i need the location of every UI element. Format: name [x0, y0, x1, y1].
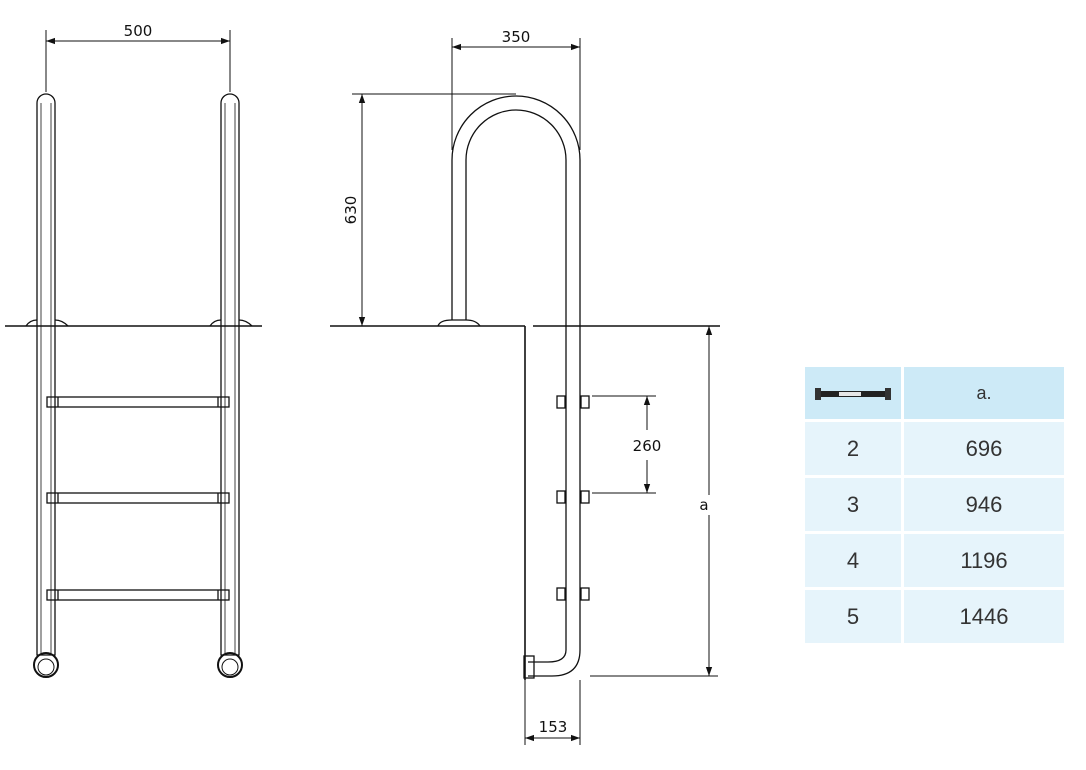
- front-step-1: [46, 396, 230, 408]
- side-anchor-flange: [437, 319, 481, 327]
- table-header-row: a.: [805, 367, 1064, 419]
- side-foot: [523, 655, 535, 679]
- a-value-cell: 946: [904, 478, 1064, 531]
- front-step-3: [46, 589, 230, 601]
- dim-depth-label: a: [699, 496, 708, 514]
- steps-cell: 5: [805, 590, 901, 643]
- side-step-1: [556, 395, 590, 409]
- table-row: 5 1446: [805, 590, 1064, 643]
- size-table: a. 2 696 3 946 4 1196 5 1446: [802, 364, 1067, 646]
- table-row: 4 1196: [805, 534, 1064, 587]
- dimension-foot-offset: [524, 680, 581, 745]
- steps-cell: 4: [805, 534, 901, 587]
- table-row: 2 696: [805, 422, 1064, 475]
- dimension-handrail-height: [352, 93, 516, 326]
- dimension-step-spacing: [592, 395, 656, 494]
- front-step-2: [46, 492, 230, 504]
- dim-step-spacing-label: 260: [633, 437, 662, 455]
- side-step-2: [556, 490, 590, 504]
- a-value-cell: 1196: [904, 534, 1064, 587]
- header-step-icon-cell: [805, 367, 901, 419]
- side-step-3: [556, 587, 590, 601]
- steps-cell: 3: [805, 478, 901, 531]
- table-row: 3 946: [805, 478, 1064, 531]
- header-a-cell: a.: [904, 367, 1064, 419]
- dim-handrail-height-label: 630: [342, 196, 360, 225]
- a-value-cell: 696: [904, 422, 1064, 475]
- left-rail: [25, 93, 69, 678]
- a-value-cell: 1446: [904, 590, 1064, 643]
- ladder-step-icon: [815, 387, 891, 400]
- right-rail: [209, 93, 253, 678]
- side-view: [330, 38, 720, 745]
- dimension-depth-a: [590, 326, 718, 677]
- dim-foot-offset-label: 153: [539, 718, 568, 736]
- dimension-width-front: [45, 30, 231, 92]
- steps-cell: 2: [805, 422, 901, 475]
- dim-width-front-label: 500: [124, 22, 153, 40]
- side-handrail: [451, 95, 581, 677]
- front-view: [5, 30, 262, 678]
- dim-width-side-label: 350: [502, 28, 531, 46]
